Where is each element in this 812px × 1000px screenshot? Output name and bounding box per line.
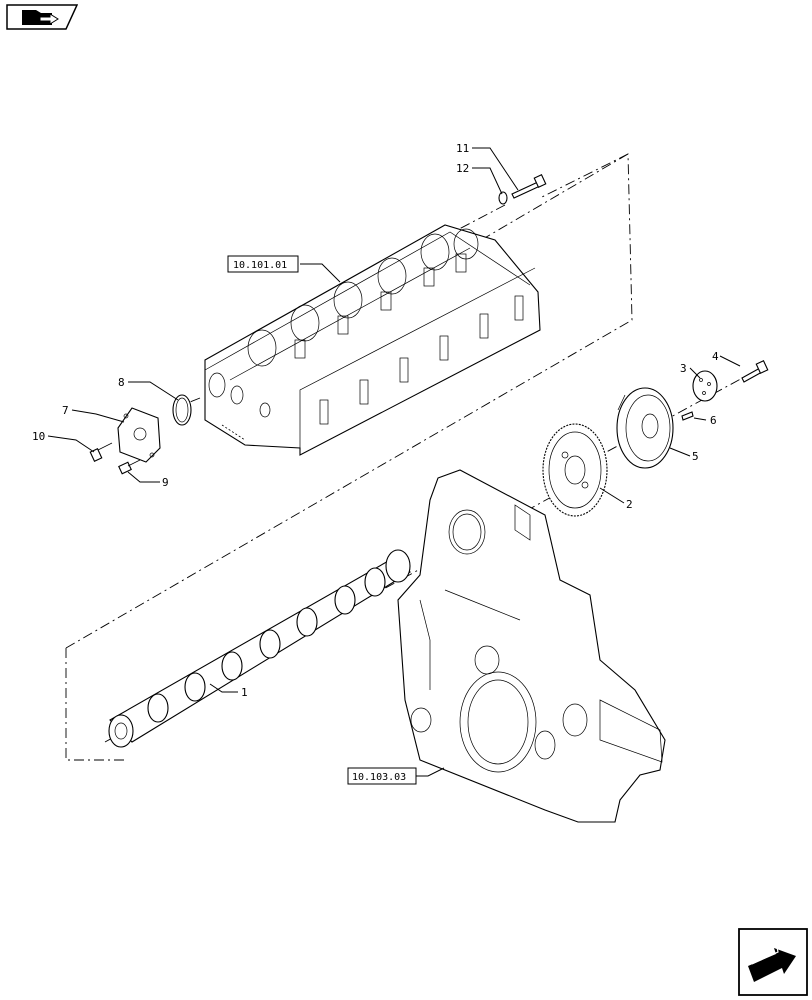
camshaft-bores bbox=[247, 228, 479, 367]
head-ports bbox=[319, 295, 524, 425]
reference-label-cylinder-head: 10.101.01 bbox=[233, 260, 287, 271]
callout-4: 4 bbox=[712, 350, 719, 363]
camshaft bbox=[108, 549, 412, 748]
callout-6: 6 bbox=[710, 414, 717, 427]
callout-2: 2 bbox=[626, 498, 633, 511]
camshaft-gear bbox=[542, 423, 608, 517]
o-ring bbox=[172, 394, 192, 426]
timing-gear-housing bbox=[397, 469, 666, 823]
plate-screw bbox=[681, 411, 694, 421]
head-studs bbox=[294, 253, 467, 359]
reference-label-timing-housing: 10.103.03 bbox=[352, 772, 406, 783]
gear-plate bbox=[616, 387, 674, 469]
callout-7: 7 bbox=[62, 404, 69, 417]
callout-5: 5 bbox=[692, 450, 699, 463]
reference-cylinder-head[interactable]: 10.101.01 bbox=[227, 255, 299, 273]
callout-1: 1 bbox=[241, 686, 248, 699]
callout-10: 10 bbox=[32, 430, 45, 443]
callout-8: 8 bbox=[118, 376, 125, 389]
reference-timing-housing[interactable]: 10.103.03 bbox=[347, 767, 417, 785]
assembly-boundary bbox=[65, 153, 633, 761]
callout-labels: 11 12 8 7 10 9 3 4 6 5 2 1 bbox=[32, 142, 719, 699]
cover-plate bbox=[117, 407, 161, 463]
head-bolt bbox=[498, 174, 547, 205]
cylinder-head bbox=[204, 224, 541, 456]
gear-bolt bbox=[741, 360, 769, 383]
callout-12: 12 bbox=[456, 162, 469, 175]
thrust-washer bbox=[692, 370, 718, 402]
leader-lines bbox=[47, 147, 741, 777]
book-icon[interactable] bbox=[6, 4, 78, 30]
callout-9: 9 bbox=[162, 476, 169, 489]
next-page-arrow-icon[interactable] bbox=[738, 928, 808, 996]
callout-11: 11 bbox=[456, 142, 469, 155]
cover-screw-lower bbox=[118, 459, 141, 475]
callout-3: 3 bbox=[680, 362, 687, 375]
